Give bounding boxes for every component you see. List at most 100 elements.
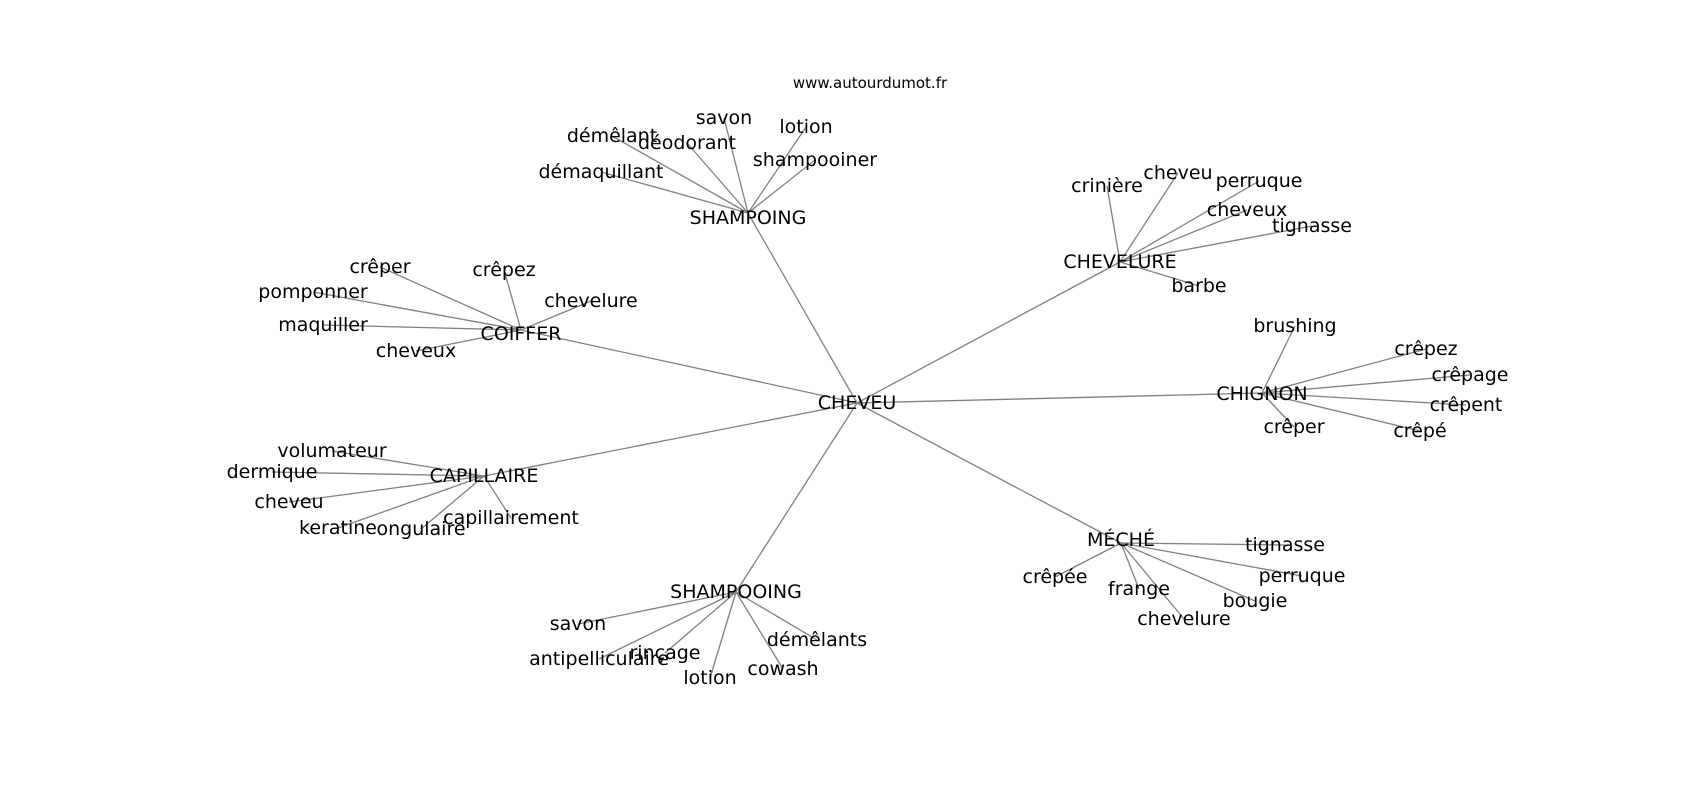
edge-center-shampooing (735, 402, 858, 593)
edge-chevelure-2 (1119, 180, 1260, 263)
edge-chevelure-0 (1106, 185, 1121, 263)
labels-layer: www.autourdumot.fr CHEVEU savon lotion sha… (227, 74, 1509, 689)
edge-chevelure-4 (1119, 225, 1313, 263)
edge-chignon-0 (1261, 325, 1296, 394)
edge-chignon-2 (1261, 374, 1471, 394)
leaf-node-label: crinière (1071, 175, 1143, 197)
leaf-node-label: crêpez (472, 259, 535, 281)
edge-shampooing-4 (735, 591, 784, 670)
edge-chignon-5 (1261, 392, 1295, 428)
edge-shampoing-5 (600, 171, 749, 214)
leaf-node-label: crêpé (1393, 420, 1446, 442)
leaf-node-label: barbe (1171, 275, 1226, 297)
leaf-node-label: lotion (683, 667, 736, 689)
edge-chevelure-5 (1119, 261, 1200, 287)
hub-node-label-capillaire: CAPILLAIRE (430, 465, 539, 487)
leaf-node-label: démêlant (567, 125, 657, 147)
edge-coiffer-0 (379, 266, 522, 331)
leaf-node-label: ongulaire (376, 518, 465, 540)
edge-shampoing-0 (723, 117, 749, 214)
edge-shampooing-0 (577, 591, 737, 625)
leaf-node-label: démaquillant (539, 161, 664, 183)
leaf-node-label: tignasse (1245, 534, 1325, 556)
edge-center-chevelure (856, 261, 1121, 404)
edge-chignon-3 (1261, 392, 1467, 406)
hub-node-label-shampooing: SHAMPOOING (670, 581, 802, 603)
edge-capillaire-2 (288, 475, 485, 503)
leaf-node-label: chevelure (1137, 608, 1231, 630)
edge-center-meche (856, 402, 1122, 544)
leaf-node-label: démêlants (767, 629, 867, 651)
edge-capillaire-0 (331, 450, 485, 477)
edge-meche-4 (1120, 542, 1256, 602)
leaf-node-label: savon (696, 107, 752, 129)
edge-chignon-1 (1261, 348, 1427, 394)
edge-meche-0 (1120, 542, 1286, 546)
hub-node-label-shampoing: SHAMPOING (690, 207, 807, 229)
edge-center-chignon (856, 392, 1263, 404)
edge-coiffer-3 (520, 300, 592, 331)
hub-node-label-coiffer: COIFFER (481, 323, 562, 345)
leaf-node-label: antipelliculaire (529, 648, 669, 670)
edge-meche-1 (1054, 542, 1122, 578)
leaf-node-label: lotion (779, 116, 832, 138)
source-label: www.autourdumot.fr (793, 74, 948, 92)
edge-coiffer-5 (415, 329, 522, 352)
edge-shampoing-4 (611, 135, 749, 214)
edge-capillaire-4 (420, 475, 485, 530)
edge-coiffer-2 (312, 291, 522, 331)
edge-chevelure-1 (1119, 172, 1179, 263)
edge-meche-5 (1120, 542, 1185, 620)
leaf-node-label: frange (1108, 578, 1170, 600)
leaf-node-label: rinçage (630, 642, 701, 664)
leaf-node-label: pomponner (258, 281, 368, 303)
leaf-node-label: cheveu (254, 491, 323, 513)
leaf-node-label: savon (550, 613, 606, 635)
leaf-node-label: cowash (747, 658, 818, 680)
leaf-node-label: perruque (1259, 565, 1346, 587)
hub-node-label-chevelure: CHEVELURE (1063, 251, 1176, 273)
leaf-node-label: cheveu (1143, 162, 1212, 184)
leaf-node-label: capillairement (443, 507, 579, 529)
edge-coiffer-1 (503, 269, 522, 331)
edge-shampoing-3 (686, 142, 749, 214)
edge-shampoing-2 (747, 159, 816, 214)
leaf-node-label: crêpée (1023, 566, 1088, 588)
leaf-node-label: chevelure (544, 290, 638, 312)
edge-meche-2 (1120, 542, 1303, 577)
leaf-node-label: crêpage (1432, 364, 1509, 386)
center-node-label: CHEVEU (818, 392, 896, 414)
edge-capillaire-5 (483, 475, 512, 519)
leaf-node-label: dermique (227, 461, 318, 483)
edge-center-capillaire (483, 402, 858, 477)
leaf-node-label: shampooiner (753, 149, 877, 171)
edges-layer (271, 117, 1471, 679)
leaf-node-label: cheveux (376, 340, 456, 362)
hub-node-label-meche: MÉCHÉ (1087, 528, 1155, 551)
leaf-node-label: volumateur (277, 440, 387, 462)
edge-meche-3 (1120, 542, 1140, 590)
leaf-node-label: bougie (1223, 590, 1288, 612)
edge-chevelure-3 (1119, 209, 1248, 263)
leaf-node-label: brushing (1253, 315, 1336, 337)
edge-capillaire-1 (271, 471, 485, 477)
leaf-node-label: crêpent (1430, 394, 1503, 416)
edge-shampooing-5 (709, 591, 737, 679)
edge-shampooing-2 (664, 591, 737, 654)
leaf-node-label: tignasse (1272, 215, 1352, 237)
leaf-node-label: crêper (1263, 416, 1324, 438)
leaf-node-label: maquiller (278, 314, 368, 336)
leaf-node-label: perruque (1216, 170, 1303, 192)
leaf-node-label: crêpez (1394, 338, 1457, 360)
edge-shampooing-3 (598, 591, 737, 660)
edge-center-shampoing (747, 212, 858, 404)
leaf-node-label: crêper (349, 256, 410, 278)
leaf-node-label: déodorant (638, 132, 736, 154)
edge-capillaire-3 (337, 475, 485, 529)
edge-shampoing-1 (747, 126, 807, 214)
hub-node-label-chignon: CHIGNON (1216, 383, 1307, 405)
leaf-node-label: cheveux (1207, 199, 1287, 221)
edge-chignon-4 (1261, 392, 1421, 432)
leaf-node-label: keratine (299, 517, 377, 539)
